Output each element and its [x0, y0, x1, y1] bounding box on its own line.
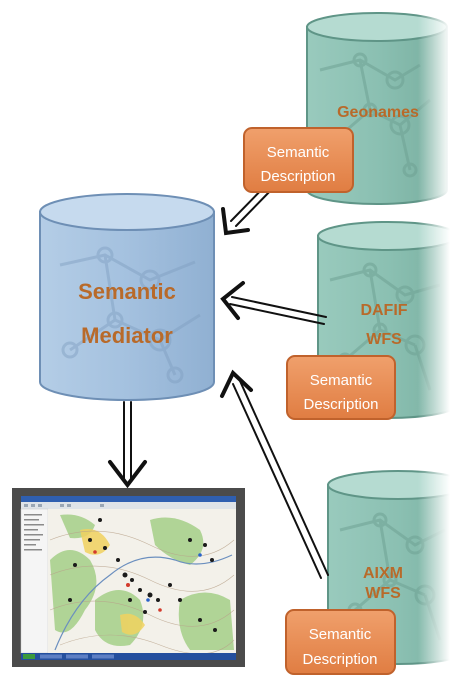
- title-bar: [21, 496, 236, 502]
- mediator-title-line1: Semantic: [78, 279, 176, 304]
- description-line1: Semantic: [310, 372, 373, 389]
- layer-list: [24, 514, 44, 551]
- map-markers: [68, 518, 217, 632]
- arrow-dafif-to-mediator: [220, 281, 327, 325]
- semantic-description-box: Semantic Description: [286, 355, 396, 420]
- arrow-aixm-to-mediator: [220, 369, 329, 579]
- edge-fade: [418, 0, 450, 681]
- description-line1: Semantic: [309, 626, 372, 643]
- geonames-label: Geonames: [337, 104, 419, 121]
- map-markers-blue: [146, 553, 202, 602]
- toolbar-icons: [24, 504, 104, 507]
- description-line1: Semantic: [267, 144, 330, 161]
- semantic-description-box: Semantic Description: [243, 127, 354, 193]
- semantic-mediator-database: Semantic Mediator: [39, 193, 215, 401]
- arrow-mediator-to-map: [108, 401, 147, 489]
- contour-lines: [49, 530, 235, 655]
- semantic-description-box: Semantic Description: [285, 609, 396, 675]
- arrows: [108, 180, 329, 579]
- description-line2: Description: [303, 396, 378, 413]
- wfs-label: WFS: [365, 585, 401, 602]
- description-line2: Description: [302, 651, 377, 668]
- river: [54, 554, 233, 651]
- map-application-screenshot: [12, 488, 245, 667]
- taskbar-items: [40, 654, 114, 659]
- taskbar: [21, 653, 236, 660]
- aixm-label: AIXM: [363, 565, 403, 582]
- layers-panel: [20, 508, 49, 654]
- description-line2: Description: [260, 168, 335, 185]
- map-markers-red: [93, 550, 162, 612]
- start-button: [23, 654, 35, 659]
- terrain-yellow: [80, 529, 145, 635]
- network-watermark: [59, 246, 201, 384]
- dafif-label: DAFIF: [360, 302, 407, 319]
- toolbar: [21, 502, 236, 509]
- mediator-title-line2: Mediator: [81, 323, 173, 348]
- wfs-label: WFS: [366, 331, 402, 348]
